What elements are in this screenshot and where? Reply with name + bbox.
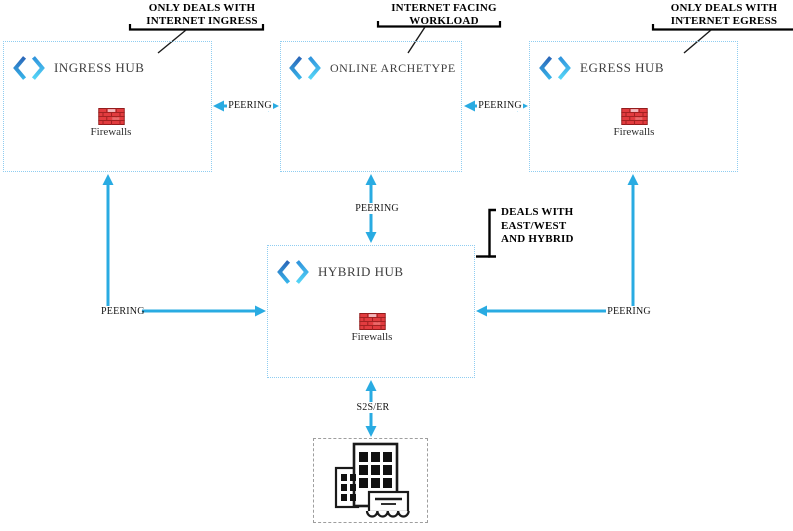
- peering-label-online-egress: PEERING: [477, 100, 523, 111]
- vnet-chevrons-icon: [13, 56, 45, 80]
- firewall-brick-icon: [620, 108, 648, 125]
- firewall-brick-icon: [358, 313, 386, 330]
- s2s-er-label: S2S/ER: [355, 402, 391, 413]
- firewall-label: Firewalls: [90, 126, 132, 138]
- ingress-hub-box: INGRESS HUB Firewalls: [3, 41, 212, 172]
- online-archetype-title: ONLINE ARCHETYPE: [330, 60, 456, 75]
- annotation-line: AND HYBRID: [501, 233, 574, 245]
- hybrid-hub-box: HYBRID HUB Firewalls: [267, 245, 475, 378]
- hybrid-note-bracket: [476, 208, 496, 258]
- ingress-firewall: Firewalls: [81, 108, 141, 138]
- annotation-workload-note: INTERNET FACING WORKLOAD: [365, 2, 523, 27]
- annotation-line: WORKLOAD: [409, 14, 479, 27]
- firewall-brick-icon: [97, 108, 125, 125]
- peering-label-online-hybrid: PEERING: [354, 203, 400, 214]
- buildings-icon: [334, 442, 410, 518]
- vnet-chevrons-icon: [539, 56, 571, 80]
- annotation-ingress-note: ONLY DEALS WITH INTERNET INGRESS: [123, 2, 281, 27]
- workload-note-leader-line: [407, 26, 426, 54]
- vnet-chevrons-icon: [277, 260, 309, 284]
- peering-label-ingress-online: PEERING: [227, 100, 273, 111]
- online-archetype-box: ONLINE ARCHETYPE: [280, 41, 462, 172]
- egress-hub-box: EGRESS HUB Firewalls: [529, 41, 738, 172]
- firewall-label: Firewalls: [613, 126, 655, 138]
- annotation-line: ONLY DEALS WITH: [670, 2, 778, 14]
- annotation-line: ONLY DEALS WITH: [148, 2, 256, 14]
- hybrid-hub-title: HYBRID HUB: [318, 264, 404, 279]
- on-premises-box: [313, 438, 428, 523]
- annotation-line: INTERNET INGRESS: [146, 14, 258, 27]
- annotation-line: DEALS WITH: [501, 206, 574, 218]
- annotation-line: INTERNET EGRESS: [670, 14, 778, 27]
- annotation-line: INTERNET FACING: [391, 2, 497, 14]
- peering-label-egress-hybrid: PEERING: [606, 306, 652, 317]
- annotation-hybrid-note: DEALS WITH EAST/WEST AND HYBRID: [501, 206, 601, 247]
- hybrid-firewall: Firewalls: [342, 313, 402, 343]
- annotation-line: EAST/WEST: [501, 219, 567, 232]
- annotation-egress-note: ONLY DEALS WITH INTERNET EGRESS: [645, 2, 793, 27]
- ingress-hub-title: INGRESS HUB: [54, 60, 145, 75]
- workload-note-bracket: [376, 21, 502, 28]
- peering-arrow-ingress-hybrid: [102, 174, 266, 317]
- ingress-note-bracket: [128, 24, 265, 31]
- vnet-chevrons-icon: [289, 56, 321, 80]
- firewall-label: Firewalls: [351, 331, 393, 343]
- peering-label-ingress-hybrid: PEERING: [100, 306, 145, 317]
- egress-hub-title: EGRESS HUB: [580, 60, 665, 75]
- egress-firewall: Firewalls: [604, 108, 664, 138]
- egress-note-bracket: [651, 24, 793, 31]
